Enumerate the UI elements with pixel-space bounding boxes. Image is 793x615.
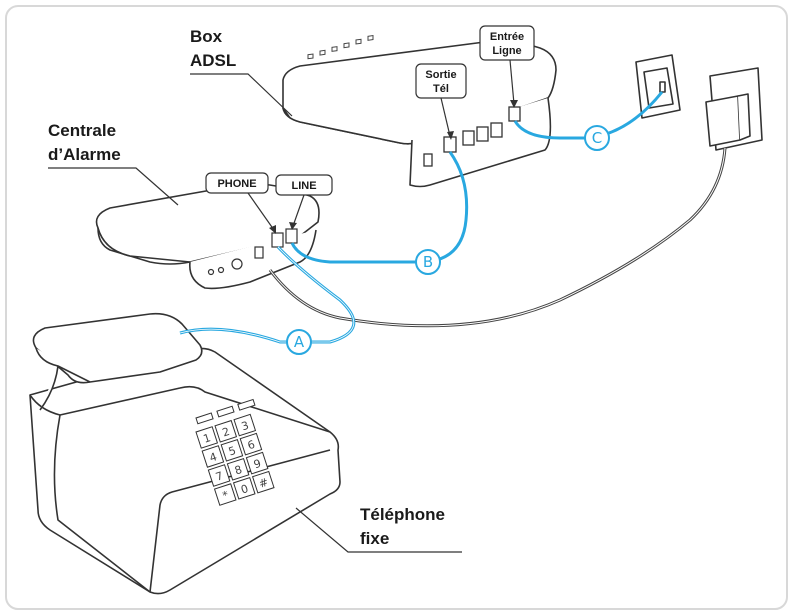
label-telephone-fixe: Téléphone fixe xyxy=(295,505,462,553)
tag-phone: PHONE xyxy=(205,172,276,234)
keypad-key xyxy=(213,483,237,506)
svg-text:Box: Box xyxy=(190,27,223,46)
keypad-key xyxy=(214,419,238,443)
tag-sortie-tel: Sortie Tél xyxy=(415,63,467,140)
svg-text:C: C xyxy=(592,129,602,147)
phone-wall-socket xyxy=(635,54,681,119)
keypad-key xyxy=(201,445,225,468)
alarm-central xyxy=(95,183,320,290)
svg-text:ADSL: ADSL xyxy=(190,51,236,70)
svg-text:Entrée: Entrée xyxy=(490,31,524,43)
keypad-key xyxy=(226,457,250,481)
keypad-key-label: * xyxy=(221,488,231,502)
keypad-key-label: 8 xyxy=(233,463,244,478)
keypad-key-label: # xyxy=(257,476,270,491)
keypad-key xyxy=(195,426,219,449)
keypad-key xyxy=(251,470,275,494)
svg-text:PHONE: PHONE xyxy=(217,178,256,190)
power-wall-socket xyxy=(705,67,763,151)
svg-text:Tél: Tél xyxy=(433,83,449,95)
svg-text:Centrale: Centrale xyxy=(48,121,116,140)
keypad-key-label: 3 xyxy=(240,419,251,434)
svg-text:fixe: fixe xyxy=(360,529,389,548)
keypad-key-label: 9 xyxy=(252,457,263,472)
cable-label-c: C xyxy=(584,125,610,151)
box-leds xyxy=(307,35,374,60)
label-box-adsl: Box ADSL xyxy=(190,27,293,117)
cable-label-a: A xyxy=(286,329,312,355)
keypad-key-label: 7 xyxy=(214,469,225,484)
keypad-key-label: 6 xyxy=(246,438,257,453)
keypad-key xyxy=(207,464,231,487)
keypad-key xyxy=(233,413,257,437)
svg-text:LINE: LINE xyxy=(291,180,316,192)
keypad-key-label: 5 xyxy=(227,444,238,459)
svg-text:B: B xyxy=(423,253,433,271)
svg-text:Téléphone: Téléphone xyxy=(360,505,445,524)
svg-text:A: A xyxy=(294,333,305,351)
tag-line: LINE xyxy=(275,174,333,230)
label-centrale-alarme: Centrale d’Alarme xyxy=(48,121,179,206)
keypad-key-label: 4 xyxy=(208,450,219,465)
keypad-key xyxy=(220,438,244,462)
svg-text:d’Alarme: d’Alarme xyxy=(48,145,121,164)
box-ports xyxy=(423,106,521,167)
keypad-key xyxy=(245,451,269,475)
keypad-key-label: 2 xyxy=(221,425,232,440)
keypad-key xyxy=(232,476,256,500)
cable-label-b: B xyxy=(415,249,441,275)
svg-text:Sortie: Sortie xyxy=(425,69,456,81)
telephone xyxy=(29,312,341,595)
keypad-key-label: 1 xyxy=(202,431,213,446)
keypad-key-label: 0 xyxy=(239,482,250,497)
tag-entree-ligne: Entrée Ligne xyxy=(479,25,535,108)
cable-b xyxy=(290,151,469,264)
svg-text:Ligne: Ligne xyxy=(492,45,521,57)
alarm-details xyxy=(207,228,298,276)
keypad-key xyxy=(239,432,263,456)
